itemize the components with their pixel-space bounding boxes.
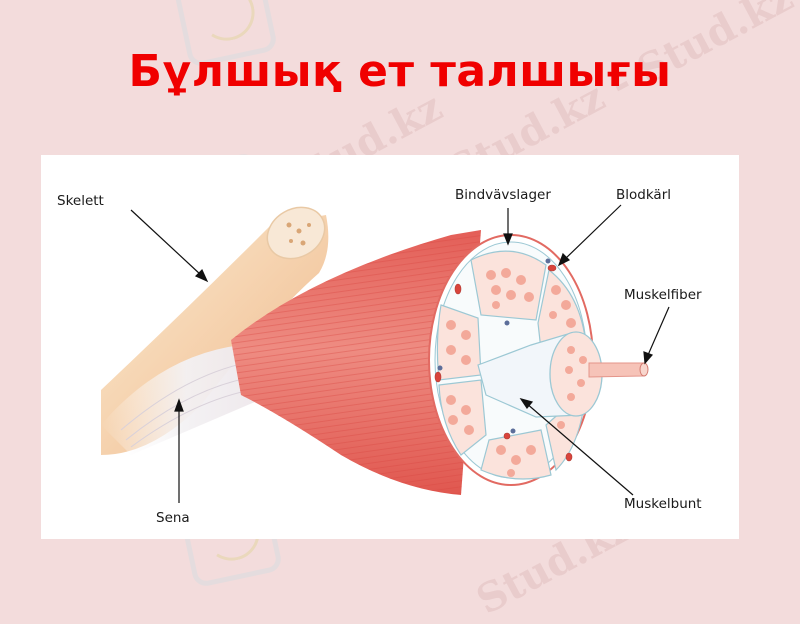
muscle-anatomy-figure: Skelett Sena Bindvävslager Blodkärl Musk… — [41, 155, 739, 539]
slide-title: Бұлшық ет талшығы — [128, 46, 672, 97]
label-skeleton: Skelett — [57, 193, 104, 209]
muscle-diagram-illustration — [101, 204, 670, 503]
label-tendon: Sena — [156, 510, 190, 526]
label-blood-vessel: Blodkärl — [616, 187, 671, 203]
label-muscle-fiber: Muskelfiber — [624, 287, 702, 303]
label-muscle-bundle: Muskelbunt — [624, 496, 702, 512]
label-connective-layer: Bindvävslager — [455, 187, 551, 203]
